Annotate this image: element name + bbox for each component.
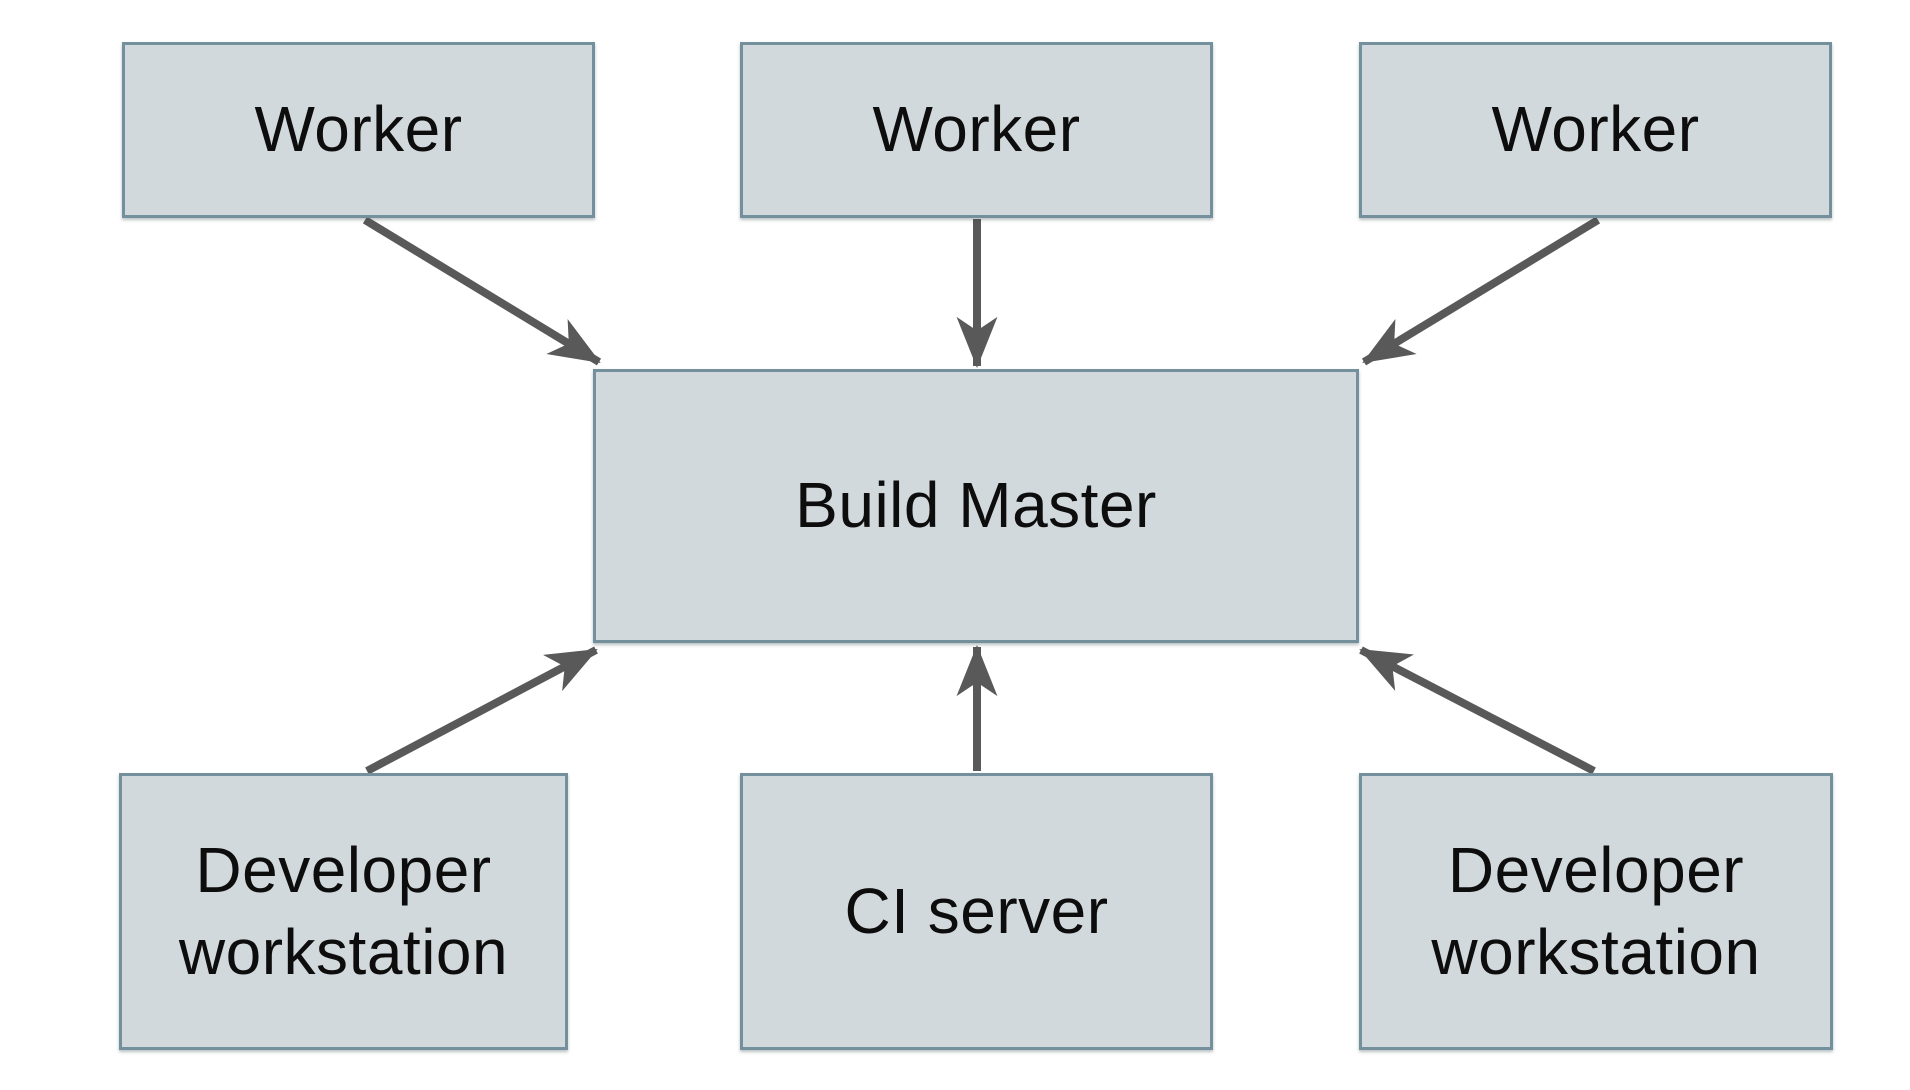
node-worker-1: Worker (122, 42, 595, 218)
arrow-devleft-to-buildmaster (365, 646, 598, 775)
arrow-worker3-to-buildmaster (1361, 216, 1601, 366)
node-ci-server-label: CI server (844, 874, 1109, 947)
arrow-worker1-to-buildmaster (362, 216, 602, 366)
node-worker-2: Worker (740, 42, 1213, 218)
node-developer-workstation-left: Developer workstation (119, 773, 568, 1050)
node-build-master-label: Build Master (795, 469, 1157, 542)
node-worker-3: Worker (1359, 42, 1832, 218)
node-build-master: Build Master (593, 369, 1359, 643)
node-ci-server: CI server (740, 773, 1213, 1050)
node-worker-2-label: Worker (872, 93, 1081, 166)
node-worker-1-label: Worker (254, 93, 463, 166)
node-developer-workstation-left-label: Developer workstation (178, 833, 509, 988)
node-developer-workstation-right: Developer workstation (1359, 773, 1833, 1050)
arrow-devright-to-buildmaster (1359, 646, 1596, 775)
node-worker-3-label: Worker (1491, 93, 1700, 166)
node-developer-workstation-right-label: Developer workstation (1431, 833, 1761, 988)
